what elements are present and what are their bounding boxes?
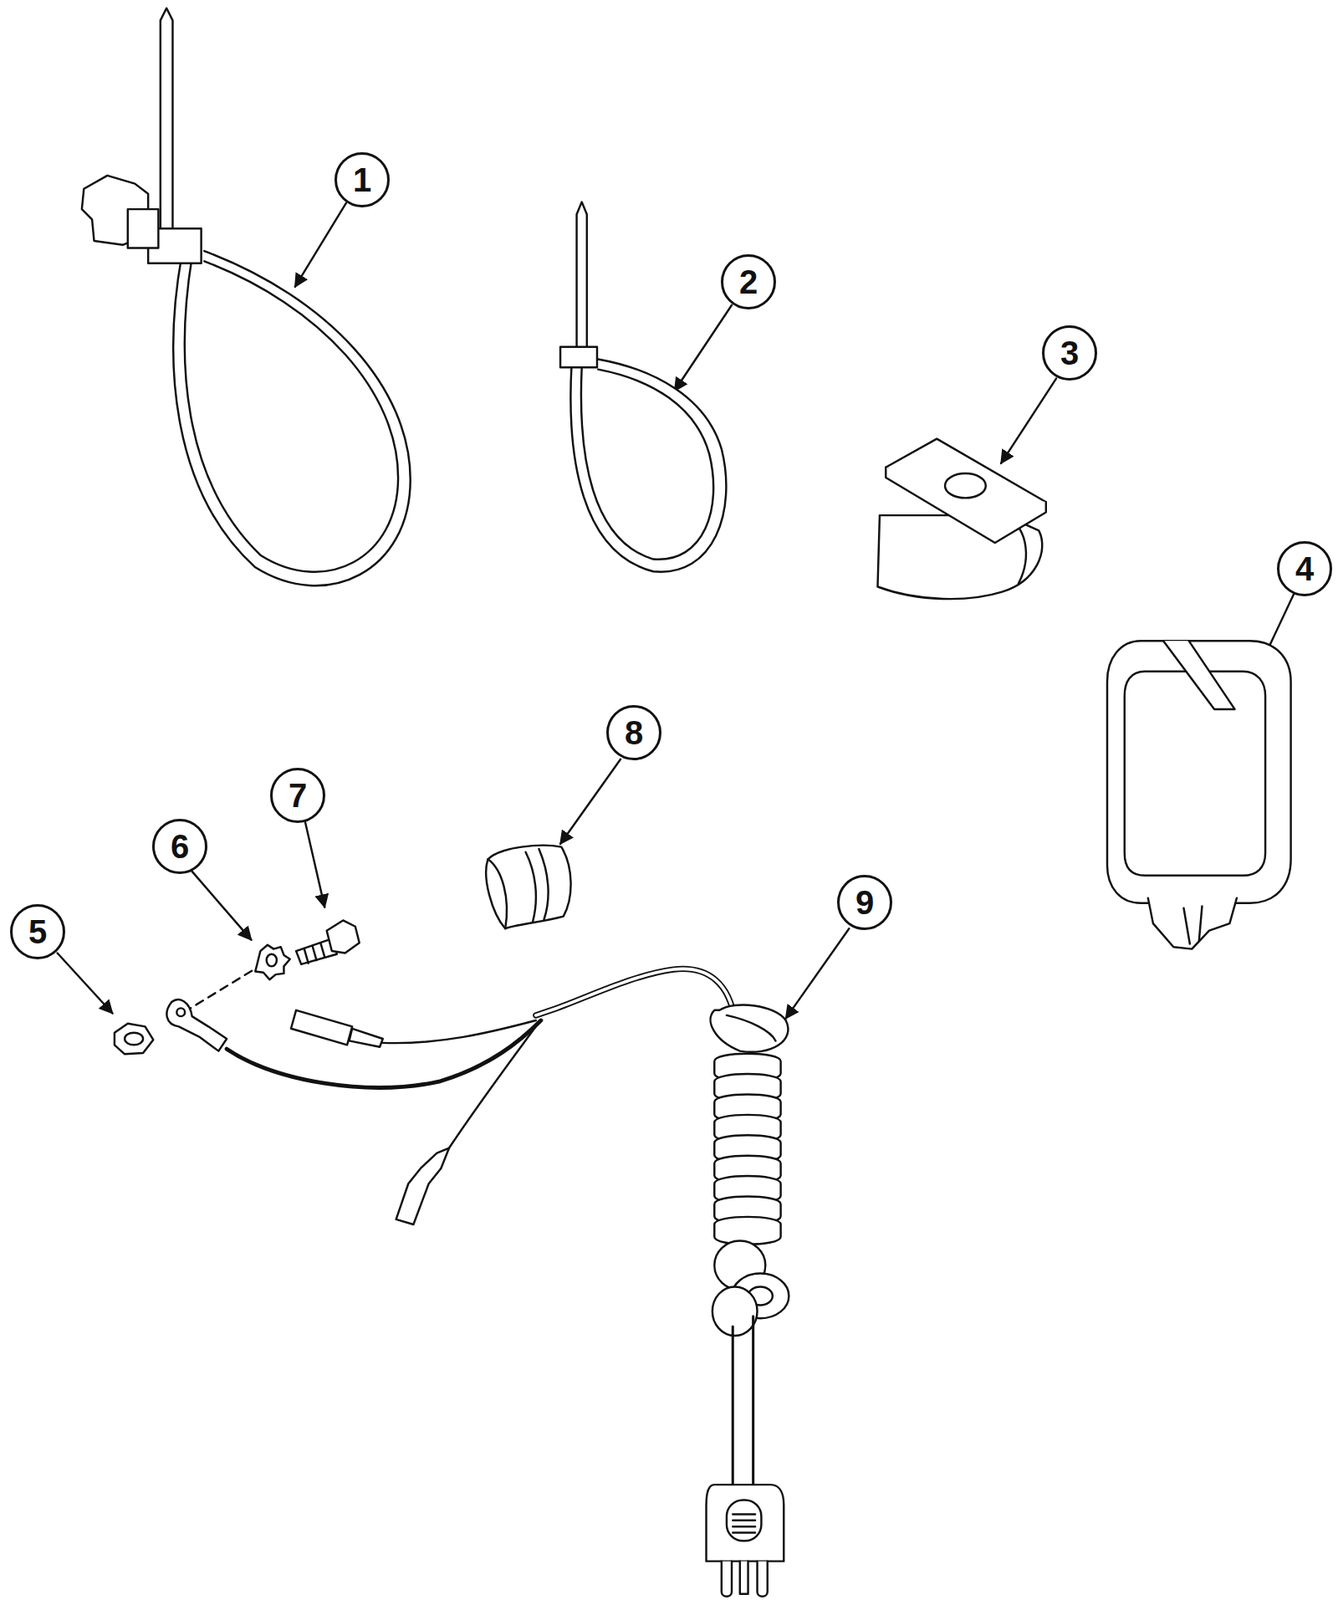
cable-tie xyxy=(570,358,726,572)
hex-nut xyxy=(114,1023,154,1055)
power-cord-harness xyxy=(166,999,227,1051)
power-cord-harness xyxy=(226,1020,542,1088)
power-cord-harness xyxy=(383,1020,537,1043)
power-cord-harness xyxy=(726,1499,761,1541)
leader-lines xyxy=(1000,378,1057,464)
leader-lines xyxy=(305,822,325,907)
star-washer xyxy=(255,944,290,980)
callout-circle: 9 xyxy=(837,874,893,930)
callout-circle: 4 xyxy=(1276,541,1333,597)
callout-number: 6 xyxy=(170,829,189,864)
cable-ring xyxy=(1124,671,1266,876)
cable-tie-with-mount xyxy=(81,8,411,586)
power-cord-harness xyxy=(732,1514,756,1533)
bolt xyxy=(326,919,360,953)
cable-tie xyxy=(581,367,714,560)
power-cord-harness xyxy=(536,968,736,1021)
power-cord-harness xyxy=(726,1015,777,1042)
power-cord-harness xyxy=(706,1484,785,1562)
callout-number: 9 xyxy=(855,885,874,920)
power-cord-harness xyxy=(712,1286,758,1336)
leader-lines xyxy=(57,953,113,1014)
wire-clip xyxy=(944,473,986,498)
callout-circle: 8 xyxy=(606,704,662,761)
cable-tie xyxy=(577,202,588,348)
power-cord-harness xyxy=(732,1316,753,1485)
wire-clip xyxy=(885,467,1047,543)
bolt xyxy=(304,942,325,963)
callout-number: 2 xyxy=(739,265,758,299)
leader-lines xyxy=(560,759,621,844)
power-cord-harness xyxy=(757,1561,768,1597)
power-cord-harness xyxy=(291,1010,353,1045)
grommet xyxy=(487,858,507,929)
callout-number: 5 xyxy=(28,914,47,949)
callout-circle: 5 xyxy=(10,903,66,960)
callout-number: 7 xyxy=(288,778,307,812)
star-washer xyxy=(255,944,290,980)
leader-lines xyxy=(786,928,850,1018)
cable-tie-with-mount xyxy=(160,8,174,237)
power-cord-harness xyxy=(166,968,789,1596)
bolt xyxy=(296,919,360,964)
cable-tie-with-mount xyxy=(184,256,399,572)
cable-ring xyxy=(1107,640,1292,904)
callout-number: 3 xyxy=(1060,336,1079,370)
power-cord-harness xyxy=(740,1561,749,1594)
cable-ring xyxy=(1184,905,1203,944)
power-cord-harness xyxy=(714,1216,781,1245)
callout-number: 4 xyxy=(1295,551,1314,586)
grommet xyxy=(485,845,571,929)
cable-ring xyxy=(1163,640,1235,710)
star-washer xyxy=(266,954,277,967)
power-cord-harness xyxy=(712,1053,790,1336)
wire-clip xyxy=(877,439,1046,600)
cable-tie xyxy=(560,347,598,368)
callout-circle: 2 xyxy=(720,254,777,310)
leader-lines xyxy=(57,203,1295,1019)
power-cord-harness xyxy=(396,1148,450,1226)
cable-tie-with-mount xyxy=(173,250,410,586)
power-cord-harness xyxy=(721,1561,732,1597)
callout-circle: 7 xyxy=(270,767,326,823)
hex-nut xyxy=(114,1023,154,1055)
leader-lines xyxy=(674,305,732,391)
callout-circle: 3 xyxy=(1041,325,1098,381)
leader-lines xyxy=(295,203,347,287)
leader-lines xyxy=(192,871,252,940)
power-cord-harness xyxy=(349,1028,384,1047)
part-outline xyxy=(57,8,1295,1597)
cable-tie-with-mount xyxy=(127,209,159,248)
hex-nut xyxy=(124,1032,143,1046)
callout-circle: 6 xyxy=(152,818,208,874)
cable-ring xyxy=(1107,640,1292,949)
power-cord-harness xyxy=(176,1007,185,1017)
cable-tie xyxy=(560,202,726,572)
power-cord-harness xyxy=(710,1004,789,1052)
grommet xyxy=(485,845,571,929)
callout-circle: 1 xyxy=(334,152,390,208)
callout-number: 1 xyxy=(352,163,372,197)
power-cord-harness xyxy=(449,1026,537,1148)
grommet xyxy=(526,848,549,922)
cable-ring xyxy=(1148,898,1237,950)
power-cord-harness xyxy=(536,968,736,1021)
callout-number: 8 xyxy=(624,715,644,750)
